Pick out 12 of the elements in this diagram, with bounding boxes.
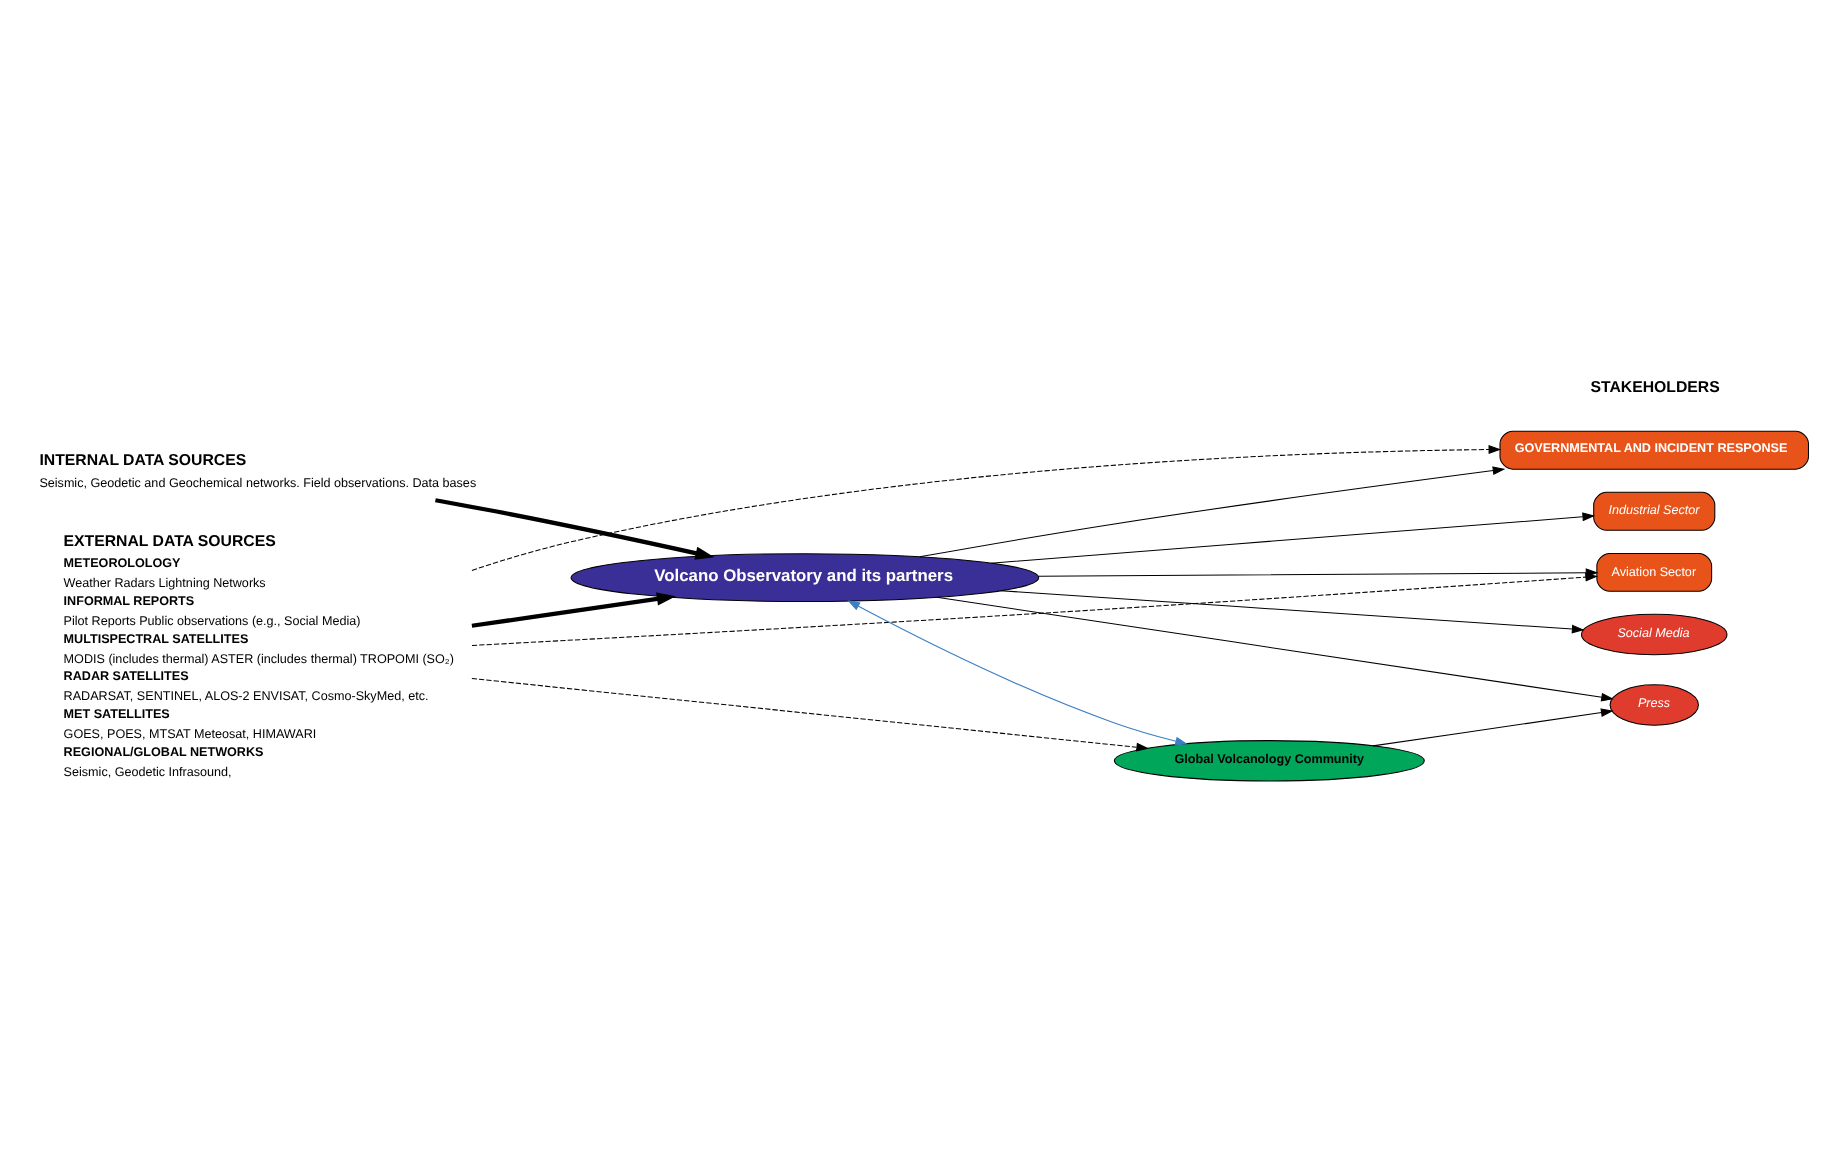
- arrow: [471, 445, 1502, 571]
- arrow: [1000, 590, 1585, 634]
- arrow: [471, 678, 1149, 752]
- arrow: [990, 512, 1596, 564]
- arrow: [435, 498, 715, 560]
- arrow: [919, 466, 1506, 558]
- node-ellipse: Volcano Observatory and its partners: [570, 553, 1040, 603]
- arrow: [1037, 568, 1599, 578]
- arrow: [1372, 708, 1614, 747]
- arrow: [471, 592, 676, 628]
- arrow: [847, 600, 1188, 746]
- arrow: [936, 596, 1614, 702]
